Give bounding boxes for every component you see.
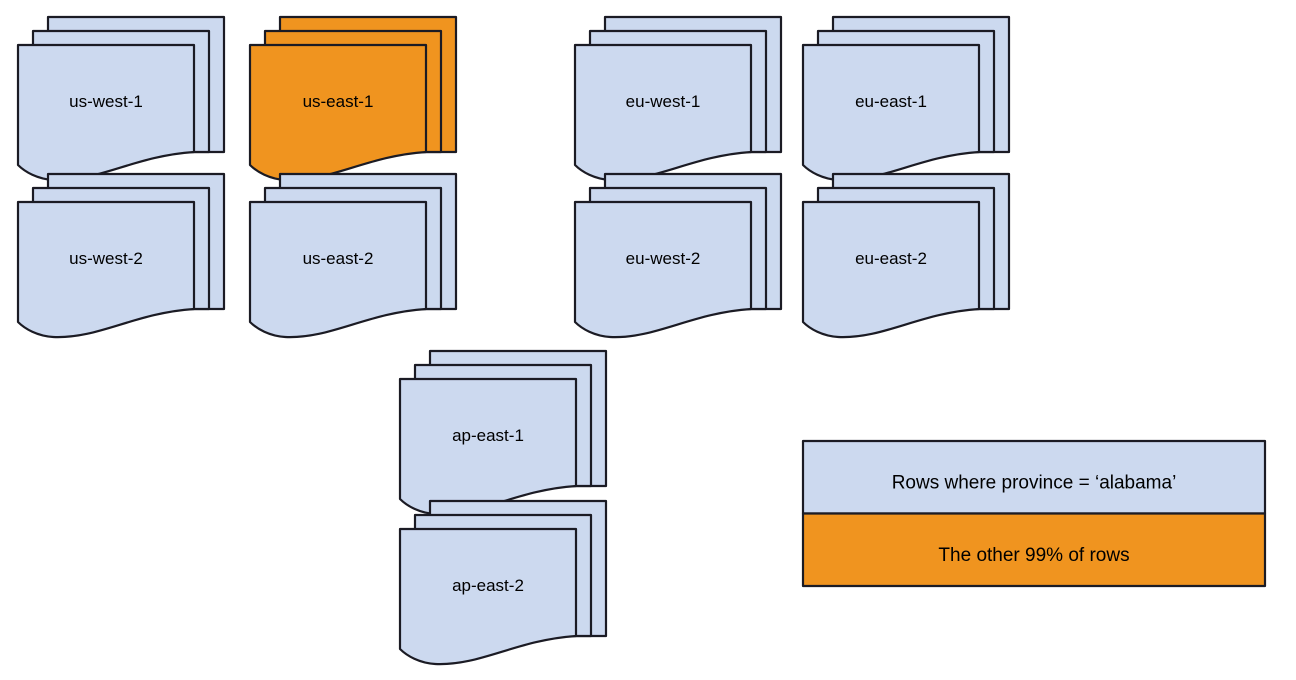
document-sheet-front [248, 200, 428, 339]
legend-swatch-legend-other [801, 512, 1267, 588]
region-stack-ap-east-1[interactable]: ap-east-1 [398, 349, 608, 516]
region-label-ap-east-2: ap-east-2 [452, 576, 524, 595]
legend-label-legend-other: The other 99% of rows [938, 545, 1129, 566]
region-stack-us-east-1[interactable]: us-east-1 [248, 15, 458, 182]
document-sheet-front [573, 43, 753, 182]
region-label-eu-west-1: eu-west-1 [626, 92, 701, 111]
region-label-eu-west-2: eu-west-2 [626, 249, 701, 268]
region-label-us-west-2: us-west-2 [69, 249, 143, 268]
region-stack-group: us-west-1 us-west-2 us-east-1 us-east-2 eu-w… [16, 15, 1011, 666]
region-stack-eu-west-1[interactable]: eu-west-1 [573, 15, 783, 182]
legend-group: Rows where province = ‘alabama’ The other… [801, 439, 1267, 588]
region-stack-us-east-2[interactable]: us-east-2 [248, 172, 458, 339]
document-sheet-front [16, 43, 196, 182]
document-sheet-front [573, 200, 753, 339]
document-sheet-front [398, 377, 578, 516]
region-stack-us-west-2[interactable]: us-west-2 [16, 172, 226, 339]
region-label-us-west-1: us-west-1 [69, 92, 143, 111]
document-sheet-front [398, 527, 578, 666]
document-sheet-front [801, 200, 981, 339]
document-sheet-front [248, 43, 428, 182]
document-sheet-front [16, 200, 196, 339]
legend-label-legend-matching: Rows where province = ‘alabama’ [892, 472, 1177, 493]
region-label-ap-east-1: ap-east-1 [452, 426, 524, 445]
legend-row-legend-matching: Rows where province = ‘alabama’ [801, 439, 1267, 515]
region-stack-us-west-1[interactable]: us-west-1 [16, 15, 226, 182]
region-stack-eu-east-1[interactable]: eu-east-1 [801, 15, 1011, 182]
legend-swatch-legend-matching [801, 439, 1267, 515]
region-stack-eu-east-2[interactable]: eu-east-2 [801, 172, 1011, 339]
region-label-us-east-2: us-east-2 [303, 249, 374, 268]
legend-row-legend-other: The other 99% of rows [801, 512, 1267, 588]
region-label-eu-east-2: eu-east-2 [855, 249, 927, 268]
region-stack-eu-west-2[interactable]: eu-west-2 [573, 172, 783, 339]
region-label-eu-east-1: eu-east-1 [855, 92, 927, 111]
region-label-us-east-1: us-east-1 [303, 92, 374, 111]
document-sheet-front [801, 43, 981, 182]
region-stack-ap-east-2[interactable]: ap-east-2 [398, 499, 608, 666]
